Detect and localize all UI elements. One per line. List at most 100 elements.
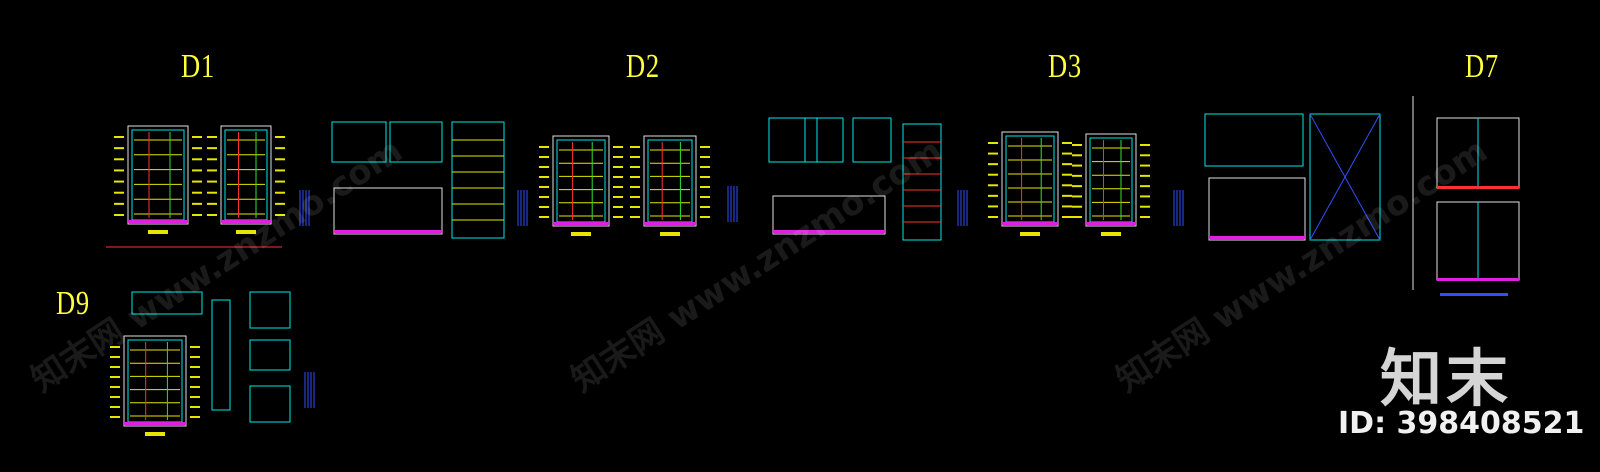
d9-detail-b [249,339,291,371]
d1-elevation-a-frame [127,125,189,225]
d1-elevation-b-leader [207,147,217,150]
d2-elevation-b-title-bar [660,232,680,236]
d9-elevation-a-leader [110,416,120,418]
d2-plan [772,195,886,235]
d9-elevation-a-inner [127,339,183,423]
d2-elevation-b-leader [630,196,640,198]
d7-elevation-a-base [1437,186,1519,189]
d9-elevation-a-title-bar [145,432,165,436]
d2-elevation-b-leader [700,216,710,218]
d2-elevation-a-leader [613,156,623,158]
d1-elevation-b-leader [275,180,285,183]
d3-elevation-a-leader [1062,163,1072,166]
d3-elevation-a-frame [1001,131,1059,227]
d3-elevation-a-leader [1062,173,1072,176]
d2-elevation-a-leader [539,176,549,178]
d2-elevation-a-leader [539,166,549,168]
d1-elevation-a-leader [114,136,124,138]
d2-elevation-a-leader [539,156,549,158]
d1-elevation-b-leader [207,169,217,172]
d9-elevation-a-leader [110,346,120,348]
d1-elevation-a-leader [192,169,202,172]
d2-elevation-a-leader [539,186,549,188]
d1-elevation-b-leader [207,202,217,205]
d2-section-c [852,117,892,163]
d9-elevation-a-leader [190,366,200,368]
d7-legend-bar [1440,293,1508,296]
d1-elevation-b-leader [207,158,217,161]
d1-elevation-a-leader [114,158,124,161]
d9-elevation-a-leader [190,346,200,348]
d2-elevation-a-inner [556,139,606,223]
d2-elevation-b-leader [630,176,640,178]
d1-elevation-a-title-bar [148,230,168,234]
sheet-label-d9: D9 [56,285,90,322]
d1-elevation-a-leader [192,202,202,205]
d3-elevation-b-leader [1072,144,1082,146]
d3-elevation-a-leader [1062,152,1072,155]
d3-elevation-b-inner [1089,137,1133,223]
d1-elevation-b-leader [207,180,217,183]
sheet-label-d2: D2 [626,48,660,85]
d1-elevation-a-leader [114,202,124,205]
d9-elevation-a-leader [190,386,200,388]
d9-detail-a [249,291,291,329]
d3-plan-base [1209,236,1305,239]
d1-detail [451,121,505,239]
d1-elevation-b-leader [207,214,217,216]
d1-section-a [331,121,387,163]
d1-elevation-a-inner [131,129,185,221]
d1-elevation-a-leader [192,214,202,216]
d2-elevation-a-leader [613,216,623,218]
d1-plan [333,187,443,235]
d3-elevation-a-leader [1062,194,1072,197]
d3-elevation-a-title-bar [1020,232,1040,236]
d3-elevation-b-leader [1140,185,1150,188]
watermark-id: ID: 398408521 [1338,406,1585,441]
sheet-label-d3: D3 [1048,48,1082,85]
d2-elevation-a-leader [539,216,549,218]
d2-elevation-a-leader [613,146,623,148]
d1-elevation-b-leader [275,169,285,172]
d3-elevation-b-title-bar [1101,232,1121,236]
d1-elevation-a-leader [192,147,202,150]
d3-elevation-a-baseline [1002,222,1058,225]
d2-elevation-a-leader [613,186,623,188]
d3-detail [1309,113,1381,241]
d2-elevation-a-leader [613,176,623,178]
d1-elevation-a-leader [114,191,124,194]
d9-elevation-a-leader [110,366,120,368]
d2-elevation-b-baseline [644,222,696,225]
d2-elevation-b-leader [630,166,640,168]
d3-detail-diag [1309,113,1381,241]
d3-elevation-b-leader [1072,185,1082,188]
d3-elevation-b-leader [1140,154,1150,157]
d2-elevation-b-leader [700,146,710,148]
d2-elevation-a-leader [613,196,623,198]
d3-elevation-a-leader [988,184,998,187]
d9-elevation-a-leader [110,356,120,358]
d2-elevation-b-leader [700,186,710,188]
d3-elevation-a-leader [1062,142,1072,144]
drawing-panels [106,96,1520,436]
d3-elevation-a-inner [1005,135,1055,223]
d2-section-a [768,117,818,163]
d3-elevation-a-leader [988,194,998,197]
d9-detail-column [211,299,231,411]
d1-elevation-b-leader [207,191,217,194]
d3-elevation-a-leader [988,205,998,208]
d2-elevation-a-leader [539,146,549,148]
d1-elevation-b-leader [275,202,285,205]
d3-elevation-b-leader [1140,164,1150,167]
d1-plan-base [334,230,442,233]
d2-elevation-b-leader [630,156,640,158]
d2-elevation-a-leader [613,166,623,168]
sheet-label-d7: D7 [1465,48,1499,85]
d2-section-b [804,117,844,163]
d9-elevation-a-leader [190,396,200,398]
d3-elevation-a-leader [988,173,998,176]
d1-elevation-a-leader [192,136,202,138]
watermark-logo: 知末 [1380,342,1513,415]
d3-elevation-a-leader [988,142,998,144]
d3-elevation-b-leader [1072,216,1082,218]
